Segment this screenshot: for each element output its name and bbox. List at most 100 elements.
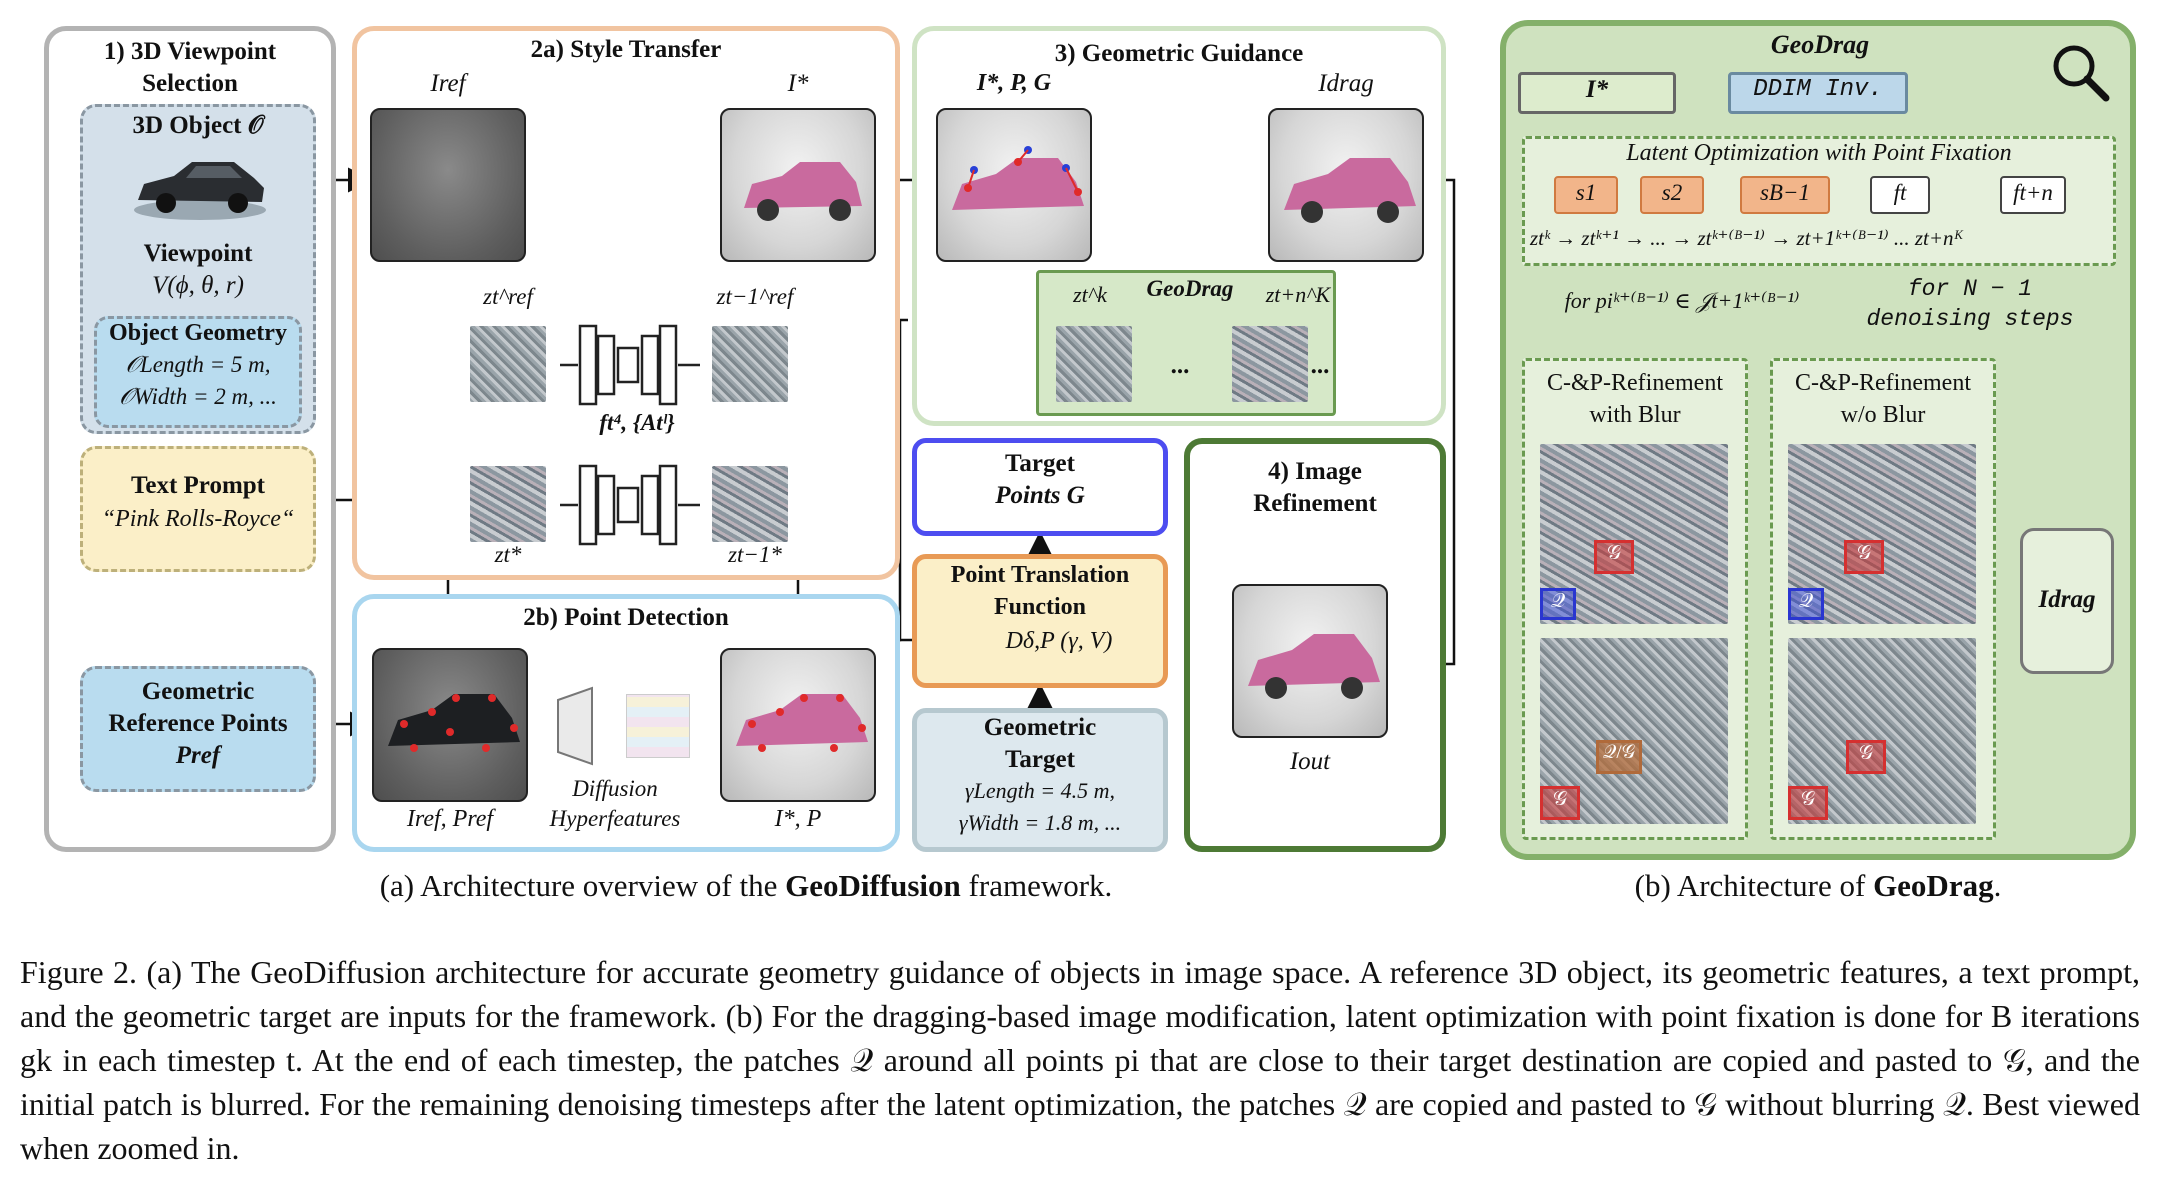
blur-q-label: 𝒬 — [1550, 590, 1566, 612]
i-ref-image — [370, 108, 526, 262]
ftn-box — [2000, 176, 2066, 214]
unet-top-icon — [560, 324, 700, 406]
translation-formula: Dδ,P (γ, V) — [1005, 628, 1113, 654]
figure-caption: Figure 2. (a) The GeoDiffusion architect… — [20, 954, 2140, 1166]
zK-label: zt+n^K — [1265, 282, 1331, 307]
ref-points-line2: Reference Points — [108, 710, 288, 737]
s2-box — [1640, 176, 1704, 214]
noblur-g-label-mid: 𝒢 — [1858, 742, 1874, 764]
subcaption-b-post: . — [1993, 868, 2002, 903]
refine-noblur-title-1: C-&P-Refinement — [1795, 370, 1971, 396]
for-p-label: for piᵏ⁺⁽ᴮ⁻¹⁾ ∈ 𝒥t+1ᵏ⁺⁽ᴮ⁻¹⁾ — [1564, 288, 1800, 313]
z-ref-noise-image — [470, 326, 546, 402]
hyperfeatures-label-1: Diffusion — [572, 776, 658, 801]
panel3-title: 3) Geometric Guidance — [1054, 40, 1304, 67]
z-star-label: zt* — [494, 542, 522, 567]
panel-image-refinement — [1184, 438, 1446, 852]
z-ref-prev-label: zt−1^ref — [716, 284, 794, 309]
blur-g-label-bottom: 𝒢 — [1552, 788, 1568, 810]
z-ref-label: zt^ref — [483, 284, 533, 309]
for-n-label-2: denoising steps — [1866, 306, 2074, 332]
zk-image — [1056, 326, 1132, 402]
blur-g-patch-top — [1594, 540, 1634, 574]
geometry-title: Object Geometry — [109, 320, 287, 346]
subcaption-a-post: framework. — [960, 868, 1113, 903]
encoder-icon — [557, 686, 593, 766]
i-drag-image — [1268, 108, 1424, 262]
ddim-label: DDIM Inv. — [1753, 76, 1883, 103]
latent-chain: ztᵏ → ztᵏ⁺¹ → ... → ztᵏ⁺⁽ᴮ⁻¹⁾ → zt+1ᵏ⁺⁽ᴮ… — [1530, 226, 1964, 250]
i-ref-label: Iref — [430, 70, 466, 97]
features-label: ft⁴, {Atˡ} — [599, 410, 675, 435]
i-drag-output-box — [2020, 528, 2114, 674]
ref-points-line1: Geometric — [141, 678, 255, 705]
geometry-line1: 𝒪Length = 5 m, — [125, 352, 271, 377]
i-star-image — [720, 108, 876, 262]
geotarget-line2: Target — [1005, 746, 1075, 773]
refine-noblur-title-2: w/o Blur — [1840, 402, 1926, 428]
latent-opt-title: Latent Optimization with Point Fixation — [1626, 140, 2012, 166]
noblur-g-label-top: 𝒢 — [1856, 542, 1872, 564]
mini-dots-1: ... — [1170, 352, 1190, 379]
i-drag-output-label: Idrag — [2038, 586, 2096, 613]
i-star-box — [1518, 72, 1676, 114]
i-star-points-image — [720, 648, 876, 802]
geometry-line2: 𝒪Width = 2 m, ... — [119, 384, 277, 409]
blur-g-label-top: 𝒢 — [1606, 542, 1622, 564]
i-out-label: Iout — [1289, 748, 1331, 775]
i-ref-points-image — [372, 648, 528, 802]
translation-line2: Function — [993, 594, 1086, 620]
subcaption-b-bold: GeoDrag — [1873, 868, 1994, 903]
sB-box — [1740, 176, 1830, 214]
noblur-g-patch-mid — [1846, 740, 1886, 774]
s1-box — [1554, 176, 1618, 214]
z-star-image — [470, 466, 546, 542]
noblur-g-patch-top — [1844, 540, 1884, 574]
panel4-title-1: 4) Image — [1268, 458, 1362, 485]
panel1-title: 1) 3D Viewpoint Selection — [103, 38, 277, 97]
s2-label: s2 — [1661, 180, 1683, 205]
i-star-label: I* — [787, 70, 809, 97]
geodrag-mini-title: GeoDrag — [1146, 276, 1234, 301]
noblur-g-patch-bottom — [1788, 786, 1828, 820]
target-points-line1: Target — [1005, 450, 1075, 477]
object-geometry-box — [94, 316, 302, 428]
text-prompt-title: Text Prompt — [130, 472, 266, 499]
unet-bottom-icon — [560, 464, 700, 546]
refine-blur-title-2: with Blur — [1589, 402, 1681, 428]
ft-label: ft — [1893, 180, 1907, 205]
panel4-title-2: Refinement — [1253, 490, 1377, 517]
i-ref-points-label: Iref, Pref — [406, 806, 494, 832]
object-label: 3D Object 𝒪 — [132, 112, 264, 139]
target-points-box — [912, 438, 1168, 536]
noblur-g-label-bottom: 𝒢 — [1800, 788, 1816, 810]
subcaption-a-bold: GeoDiffusion — [785, 868, 961, 903]
z-ref-prev-image — [712, 326, 788, 402]
z-star-prev-image — [712, 466, 788, 542]
ft-box — [1870, 176, 1930, 214]
text-prompt-value: “Pink Rolls-Royce“ — [101, 506, 295, 532]
subcaption-a-pre: (a) Architecture overview of the — [379, 868, 786, 903]
reference-points-box — [80, 666, 316, 792]
i-star-points-label: I*, P — [774, 806, 822, 832]
geotarget-line4: γWidth = 1.8 m, ... — [958, 810, 1122, 835]
i-out-image — [1232, 584, 1388, 738]
geodrag-title: GeoDrag — [1770, 30, 1870, 59]
panel3-left-label: I*, P, G — [976, 70, 1052, 96]
ftn-label: ft+n — [2013, 180, 2053, 205]
noblur-q-patch — [1788, 588, 1824, 620]
subcaption-a: (a) Architecture overview of the GeoDiff… — [44, 868, 1448, 904]
geotarget-line3: γLength = 4.5 m, — [964, 778, 1115, 803]
refine-blur-title-1: C-&P-Refinement — [1547, 370, 1723, 396]
car-3d-icon — [134, 162, 266, 220]
geotarget-line1: Geometric — [983, 714, 1097, 741]
z-star-prev-label: zt−1* — [728, 542, 782, 567]
geometric-target-box — [912, 708, 1168, 852]
mini-dots-2: ... — [1310, 352, 1330, 379]
viewpoint-label: Viewpoint — [143, 240, 253, 267]
i-star-box-label: I* — [1585, 76, 1609, 103]
noblur-q-label: 𝒬 — [1798, 590, 1814, 612]
blur-qg-label: 𝒬/𝒢 — [1602, 742, 1636, 763]
for-n-label-1: for N − 1 — [1907, 276, 2033, 302]
hyperfeatures-cube — [626, 694, 690, 758]
